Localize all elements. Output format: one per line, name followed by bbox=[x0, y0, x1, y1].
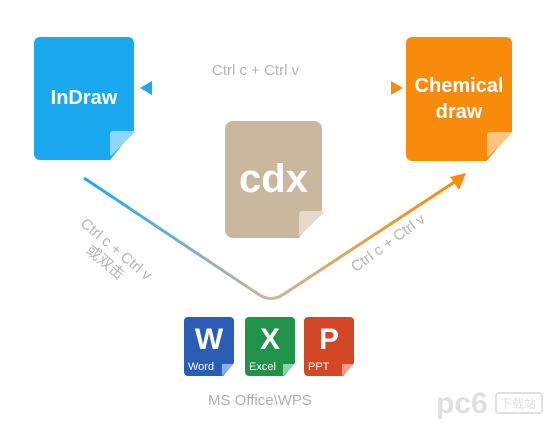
cdx-label: cdx bbox=[239, 157, 308, 201]
v-arrow-head bbox=[450, 173, 466, 190]
excel-icon: X Excel bbox=[245, 317, 295, 376]
office-caption: MS Office\WPS bbox=[208, 392, 312, 409]
top-arrow-head-left bbox=[140, 81, 152, 95]
indraw-label: InDraw bbox=[50, 87, 118, 109]
v-arrow-line bbox=[83, 176, 457, 300]
chemical-draw-label: Chemical draw bbox=[415, 73, 504, 125]
svg-text:下载站: 下载站 bbox=[500, 397, 536, 411]
ppt-letter: P bbox=[318, 323, 339, 356]
ppt-name: PPT bbox=[308, 361, 330, 373]
svg-text:pc6: pc6 bbox=[436, 387, 488, 420]
ppt-icon: P PPT bbox=[304, 317, 354, 376]
word-name: Word bbox=[188, 361, 215, 373]
pc6-watermark-logo: pc6 下载站 bbox=[436, 387, 543, 420]
word-letter: W bbox=[194, 323, 224, 356]
top-edge-label: Ctrl c + Ctrl v bbox=[212, 62, 300, 79]
chemical-line1: Chemical bbox=[414, 75, 504, 97]
chemical-line2: draw bbox=[435, 101, 483, 123]
excel-letter: X bbox=[259, 323, 280, 356]
top-arrow-head-right bbox=[391, 81, 403, 95]
excel-name: Excel bbox=[249, 361, 276, 373]
word-icon: W Word bbox=[184, 317, 234, 376]
